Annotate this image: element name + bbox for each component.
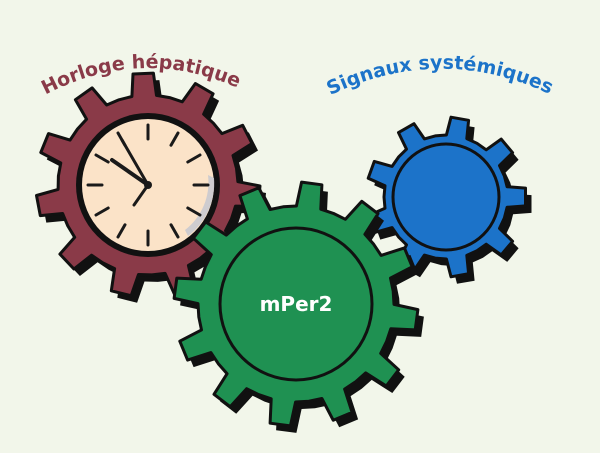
clock-tick <box>116 223 127 239</box>
clock-second-hand <box>132 183 150 207</box>
clock-face-shading <box>185 175 215 236</box>
gene-gear-ring <box>218 226 374 382</box>
mper2-gear-body <box>172 180 420 428</box>
clock-hour-hand <box>110 158 150 187</box>
clock-tick <box>186 153 202 164</box>
clock-tick <box>94 153 110 164</box>
clock-center-pin <box>144 181 152 189</box>
gene-label: mPer2 <box>260 292 333 316</box>
mper2-gear: mPer2 <box>172 180 424 433</box>
clock-tick <box>169 131 180 147</box>
systemic-signals-label: Signaux systémiques <box>323 52 556 100</box>
clock-icon <box>76 113 220 257</box>
clock-tick <box>169 223 180 239</box>
systemic-signals-gear <box>366 115 532 284</box>
clock-tick <box>186 206 202 217</box>
systemic-signals-label-text: Signaux systémiques <box>323 52 556 100</box>
signal-gear-ring <box>391 142 501 252</box>
clock-minute-hand <box>120 138 150 187</box>
clock-tick <box>94 206 110 217</box>
